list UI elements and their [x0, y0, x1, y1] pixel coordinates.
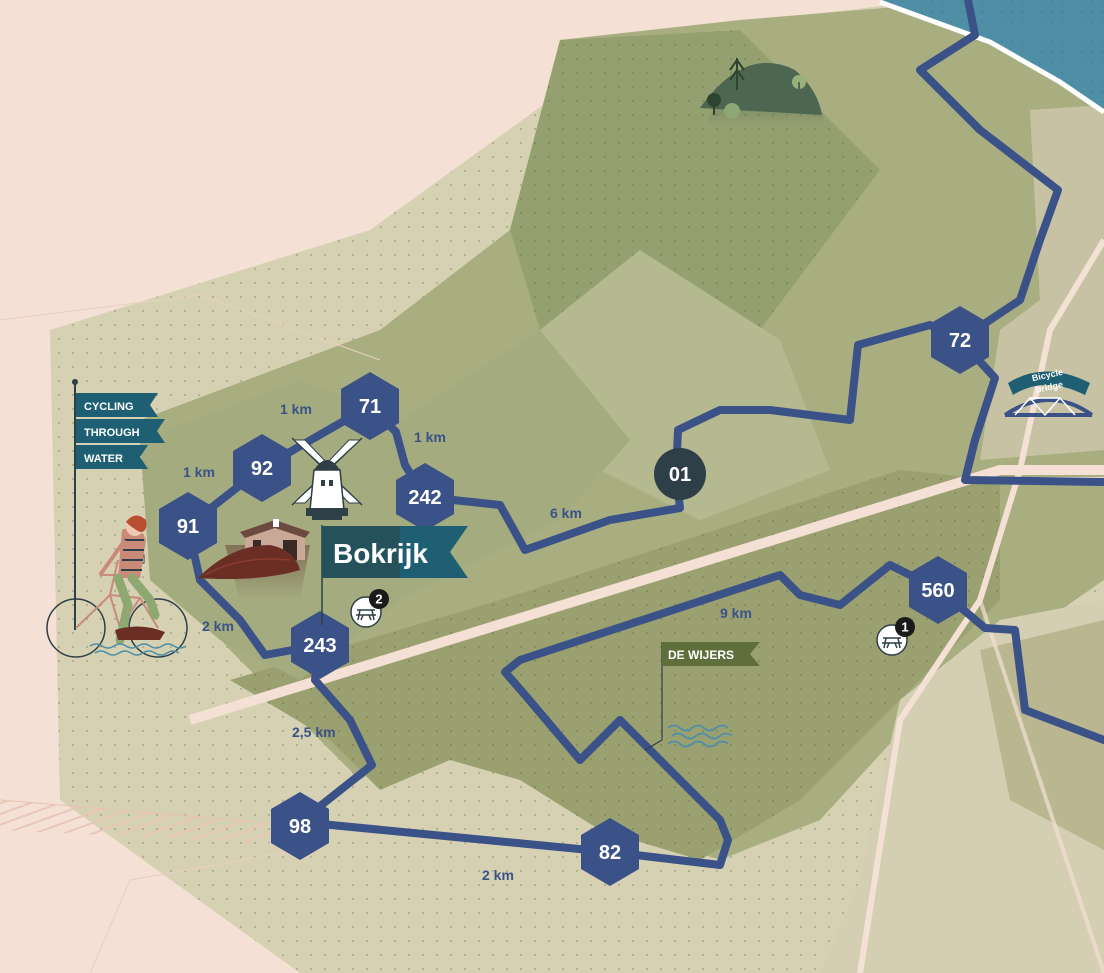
- picnic-table-icon[interactable]: 2: [350, 589, 389, 628]
- node-92[interactable]: 92: [233, 434, 291, 502]
- distance-label: 9 km: [720, 605, 752, 621]
- route-nodes: 71 92 91 242 243 98 82 560: [159, 306, 989, 886]
- poi-number: 2: [375, 592, 382, 607]
- cycling-through-water-banner: CYCLING THROUGH WATER: [72, 379, 165, 630]
- node-number: 91: [177, 516, 199, 538]
- distance-label: 1 km: [414, 429, 446, 445]
- water-waves-icon: [89, 643, 187, 656]
- node-number: 82: [599, 842, 621, 864]
- distance-label: 2 km: [202, 618, 234, 634]
- node-number: 560: [921, 580, 954, 602]
- node-82[interactable]: 82: [581, 818, 639, 886]
- node-01[interactable]: 01: [654, 448, 706, 500]
- water-waves-icon: [667, 724, 733, 748]
- de-wijers-flag: DE WIJERS: [644, 642, 760, 751]
- picnic-table-icon[interactable]: 1: [876, 617, 915, 656]
- forest-hill-icon: [700, 58, 825, 125]
- node-71[interactable]: 71: [341, 372, 399, 440]
- node-number: 71: [359, 396, 381, 418]
- node-number: 98: [289, 816, 311, 838]
- bokrijk-flag: Bokrijk: [321, 525, 468, 625]
- node-number: 243: [303, 635, 336, 657]
- distance-label: 6 km: [550, 505, 582, 521]
- cyclist-icon: [46, 515, 188, 658]
- distance-label: 2,5 km: [292, 724, 336, 740]
- distance-label: 1 km: [183, 464, 215, 480]
- place-label-de-wijers: DE WIJERS: [668, 648, 734, 662]
- node-560[interactable]: 560: [909, 556, 967, 624]
- node-number: 242: [408, 487, 441, 509]
- farmhouse-icon: [198, 519, 310, 600]
- distance-labels: 1 km 1 km 1 km 6 km 2 km 2,5 km 2 km 9 k…: [183, 401, 752, 883]
- node-number: 72: [949, 330, 971, 352]
- node-243[interactable]: 243: [291, 611, 349, 679]
- banner-line: THROUGH: [84, 427, 140, 439]
- node-242[interactable]: 242: [396, 463, 454, 531]
- node-number: 92: [251, 458, 273, 480]
- node-number: 01: [669, 464, 691, 486]
- distance-label: 1 km: [280, 401, 312, 417]
- bicycle-bridge-icon: Bicycle bridge: [1003, 367, 1094, 417]
- banner-line: WATER: [84, 453, 123, 465]
- banner-line: CYCLING: [84, 401, 134, 413]
- poi-number: 1: [901, 620, 908, 635]
- distance-label: 2 km: [482, 867, 514, 883]
- windmill-icon: [291, 437, 363, 520]
- node-72[interactable]: 72: [931, 306, 989, 374]
- node-98[interactable]: 98: [271, 792, 329, 860]
- place-label-bokrijk: Bokrijk: [333, 538, 428, 569]
- node-91[interactable]: 91: [159, 492, 217, 560]
